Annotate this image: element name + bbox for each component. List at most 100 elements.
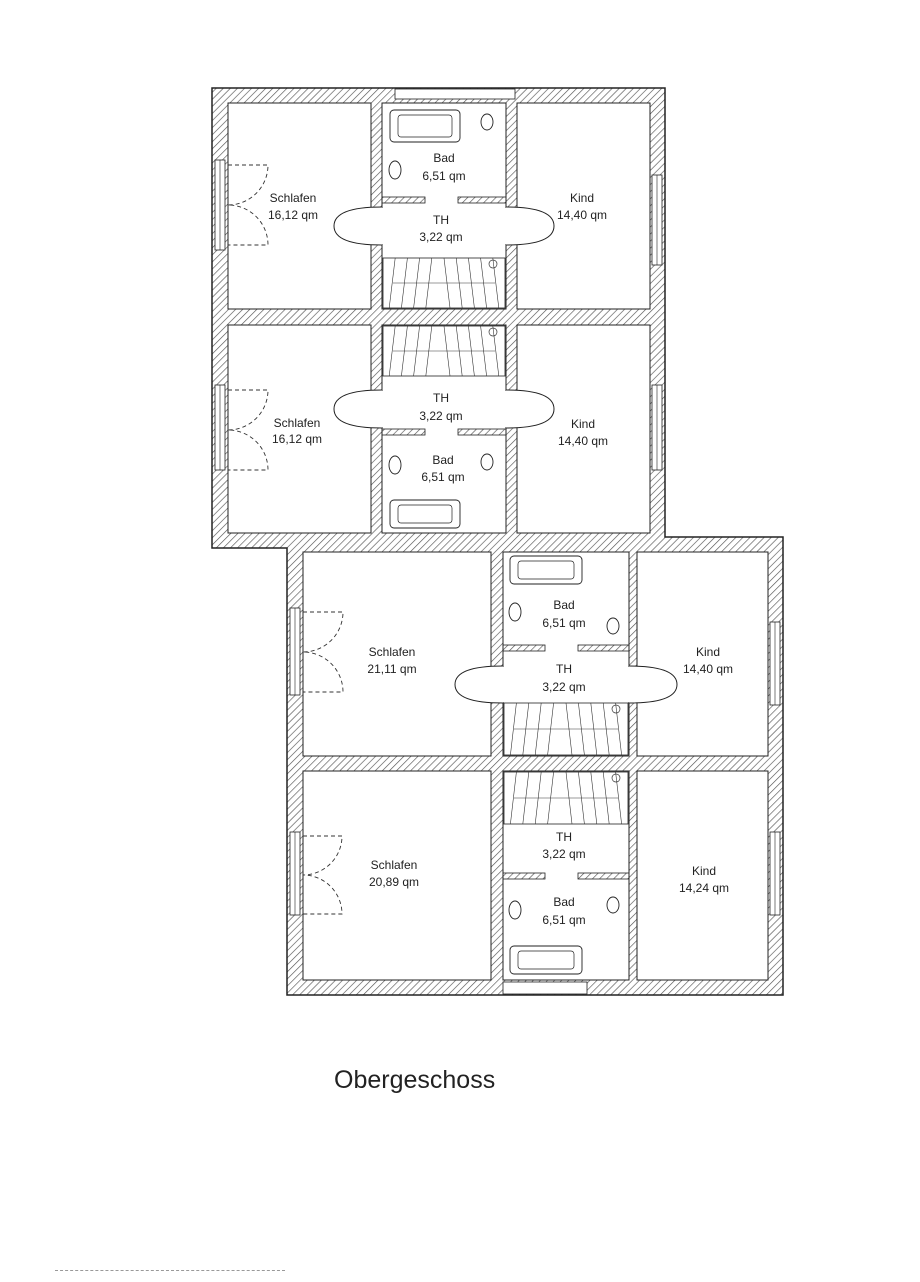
door-swing [505, 389, 555, 429]
room-kind [636, 551, 769, 757]
sink [388, 160, 402, 180]
room-area: 6,51 qm [542, 616, 585, 630]
room-area: 16,12 qm [272, 432, 322, 446]
interior-wall [502, 644, 546, 652]
room-schlafen [302, 551, 492, 757]
unit-1: Schlafen 16,12 qm Bad 6,51 qm TH 3,22 qm… [268, 151, 607, 244]
unit-2: Schlafen 16,12 qm Bad 6,51 qm TH 3,22 qm… [272, 391, 608, 484]
interior-wall [457, 428, 507, 436]
door-swing [333, 389, 383, 429]
corridor-opening [381, 391, 507, 427]
corridor-opening [381, 208, 507, 244]
room-area: 14,24 qm [679, 881, 729, 895]
interior-wall [577, 872, 630, 880]
corridor-opening [502, 667, 630, 702]
toilet [606, 896, 620, 914]
toilet [606, 617, 620, 635]
bathtub-inner [397, 504, 453, 524]
stair-step [388, 325, 396, 377]
room-area: 3,22 qm [419, 230, 462, 244]
room-area: 3,22 qm [542, 847, 585, 861]
balcony-door-swing [302, 611, 344, 693]
room-name: Kind [696, 645, 720, 659]
room-area: 20,89 qm [369, 875, 419, 889]
room-name: Bad [553, 895, 574, 909]
unit-3: Schlafen 21,11 qm Bad 6,51 qm TH 3,22 qm… [367, 598, 733, 694]
exterior-walls [211, 87, 784, 996]
balcony-door-swing [227, 164, 269, 246]
room-name: Schlafen [369, 645, 416, 659]
interior-wall [577, 644, 630, 652]
room-area: 16,12 qm [268, 208, 318, 222]
room-area: 6,51 qm [421, 470, 464, 484]
room-area: 3,22 qm [419, 409, 462, 423]
stair-step [615, 702, 622, 756]
stair-post [488, 259, 498, 269]
room-kind [636, 770, 769, 981]
room-name: Bad [432, 453, 453, 467]
stair-step [510, 771, 517, 825]
room-name: Schlafen [270, 191, 317, 205]
toilet [480, 453, 494, 471]
bathtub-inner [517, 950, 575, 970]
room-area: 14,40 qm [558, 434, 608, 448]
bathtub [509, 555, 583, 585]
room-schlafen [227, 102, 372, 310]
balcony-door-swing [227, 389, 269, 471]
room-name: Bad [433, 151, 454, 165]
room-name: TH [433, 391, 449, 405]
room-schlafen [227, 324, 372, 534]
bathtub-inner [397, 114, 453, 138]
room-name: TH [556, 830, 572, 844]
bathtub [389, 109, 461, 143]
door-swing [333, 206, 383, 246]
plan-title: Obergeschoss [334, 1066, 496, 1094]
stair-step [492, 257, 500, 309]
interior-wall [381, 196, 426, 204]
stair-step [388, 257, 396, 309]
room-area: 21,11 qm [367, 662, 416, 676]
room-name: Bad [553, 598, 574, 612]
stair-post [611, 773, 621, 783]
room-name: Kind [692, 864, 716, 878]
room-area: 6,51 qm [542, 913, 585, 927]
room-name: TH [556, 662, 572, 676]
room-area: 3,22 qm [542, 680, 585, 694]
unit-4: Schlafen 20,89 qm Bad 6,51 qm TH 3,22 qm… [369, 830, 729, 927]
room-area: 14,40 qm [557, 208, 607, 222]
bathtub-inner [517, 560, 575, 580]
bathtub [509, 945, 583, 975]
stair-post [488, 327, 498, 337]
window [394, 88, 516, 100]
sink [508, 900, 522, 920]
room-area: 14,40 qm [683, 662, 733, 676]
room-area: 6,51 qm [422, 169, 465, 183]
door-swing [505, 206, 555, 246]
stair-step [615, 771, 622, 825]
rooms-layer [227, 102, 769, 981]
bathtub [389, 499, 461, 529]
toilet [480, 113, 494, 131]
stair-step [492, 325, 500, 377]
room-name: Kind [570, 191, 594, 205]
interior-wall [457, 196, 507, 204]
room-name: Kind [571, 417, 595, 431]
interior-wall [502, 872, 546, 880]
room-name: Schlafen [274, 416, 321, 430]
room-kind [516, 102, 651, 310]
window [502, 981, 588, 995]
room-name: Schlafen [371, 858, 418, 872]
fixtures-layer [214, 88, 781, 995]
room-kind [516, 324, 651, 534]
sink [508, 602, 522, 622]
sink [388, 455, 402, 475]
room-schlafen [302, 770, 492, 981]
stair-step [510, 702, 517, 756]
door-swing [628, 665, 678, 704]
room-name: TH [433, 213, 449, 227]
balcony-door-swing [302, 835, 343, 915]
interior-wall [381, 428, 426, 436]
door-swing [454, 665, 504, 704]
stair-post [611, 704, 621, 714]
